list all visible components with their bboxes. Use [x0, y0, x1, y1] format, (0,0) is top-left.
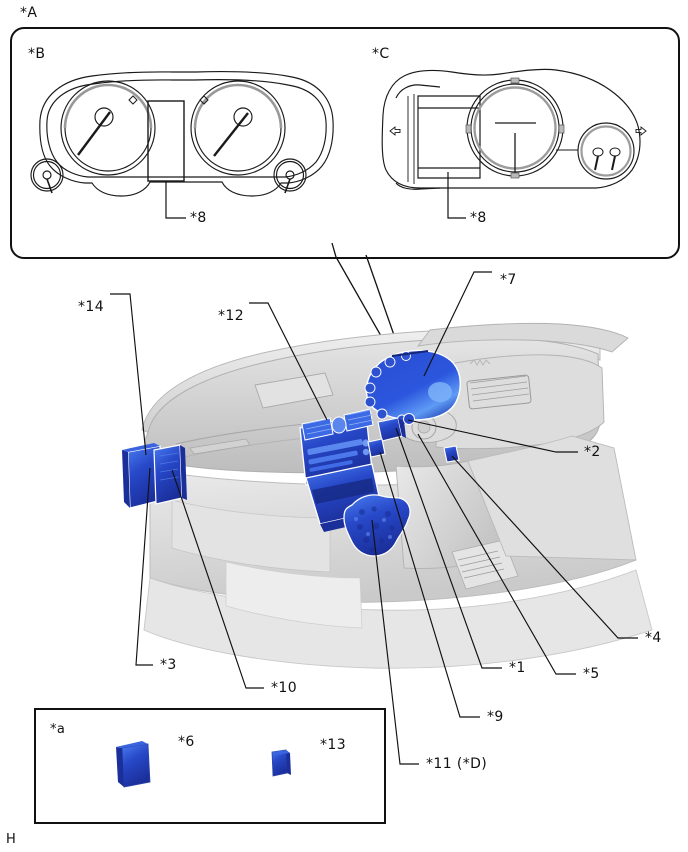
marker-label-a-lower: *a: [50, 722, 66, 737]
callout-label-1: *1: [509, 660, 526, 676]
blue-components: [122, 349, 461, 557]
component-meter-cluster-hood: [364, 349, 461, 426]
callout-leader-c8: [447, 172, 466, 219]
component-knob-right: [403, 413, 415, 425]
callout-label-8-b: *8: [190, 210, 207, 226]
component-inset-plate: [116, 741, 151, 788]
inset-label-13: *13: [320, 737, 347, 753]
callout-label-8-c: *8: [470, 210, 487, 226]
component-left-ecu-inner: [153, 444, 187, 505]
dashboard-leaders: [110, 271, 638, 765]
component-lower-bracket: [343, 494, 411, 557]
cluster-callout-box: [10, 27, 680, 259]
callout-label-14: *14: [78, 299, 105, 315]
component-switch-left: [377, 417, 406, 442]
analog-cluster-art: [30, 71, 334, 197]
callout-label-9: *9: [487, 709, 504, 725]
callout-label-12: *12: [218, 308, 245, 324]
marker-label-a: *A: [20, 5, 38, 21]
marker-label-b: *B: [28, 46, 46, 62]
callout-leader-b8: [165, 181, 186, 219]
component-inset-connector: [271, 749, 291, 777]
callout-label-2: *2: [584, 444, 601, 460]
callout-label-4: *4: [645, 630, 662, 646]
marker-label-c: *C: [372, 46, 390, 62]
callout-label-11d: *11 (*D): [426, 756, 488, 772]
callout-label-10: *10: [271, 680, 298, 696]
callout-label-7: *7: [500, 272, 517, 288]
inset-label-6: *6: [178, 734, 195, 750]
callout-label-3: *3: [160, 657, 177, 673]
figure-id-marker: H: [6, 832, 16, 847]
component-left-ecu-outer: [122, 443, 163, 509]
inset-callout-box: [34, 708, 386, 824]
component-switch-far-right: [443, 445, 460, 463]
digital-cluster-art: [381, 68, 647, 190]
callout-label-5: *5: [583, 666, 600, 682]
